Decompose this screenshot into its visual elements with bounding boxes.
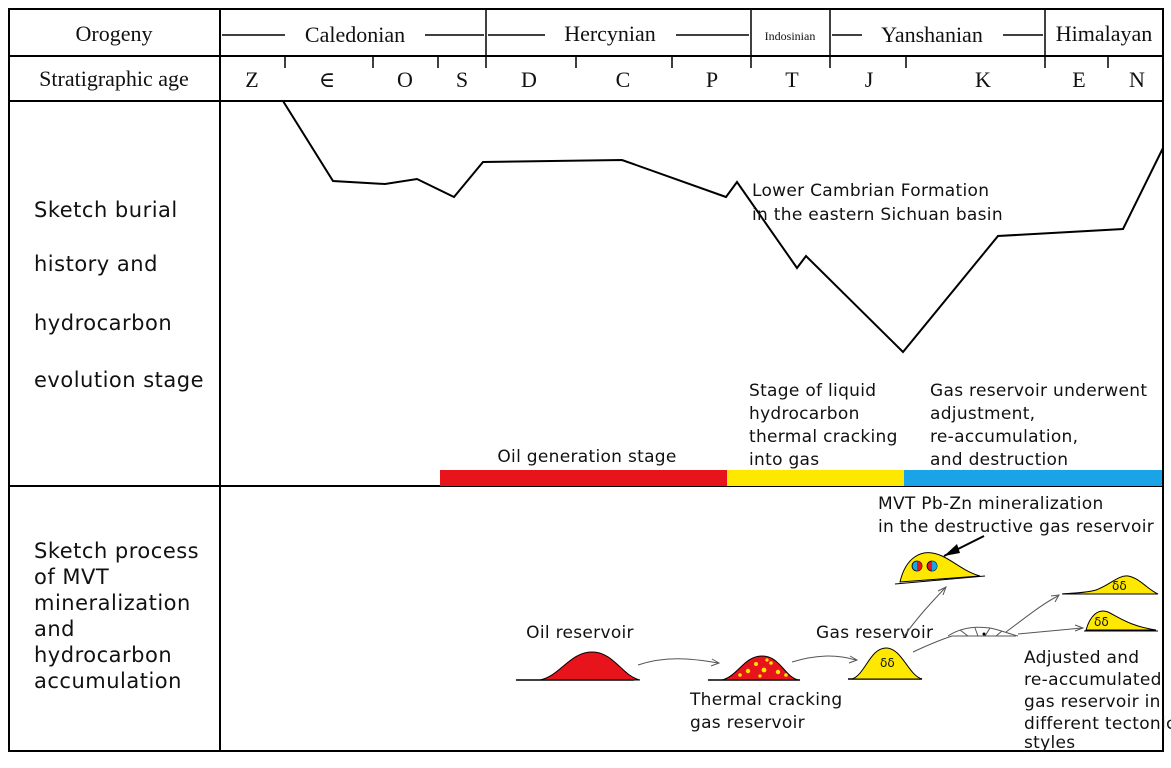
adjusted-reservoir-upper: [1061, 575, 1159, 595]
age-Z: Z: [245, 67, 258, 92]
svg-text:Thermal cracking: Thermal cracking: [689, 690, 842, 710]
thermal-reservoir-label: Thermal cracking gas reservoir: [689, 690, 842, 733]
age-E: E: [1072, 67, 1085, 92]
oil-generation-bar: [440, 470, 727, 486]
svg-text:Adjusted and: Adjusted and: [1024, 648, 1139, 668]
svg-text:and destruction: and destruction: [930, 450, 1068, 470]
stage-oil-generation: Oil generation stage: [497, 447, 676, 467]
svg-text:δδ: δδ: [1094, 615, 1109, 629]
arrow-oil-to-thermal: [637, 658, 719, 666]
svg-text:adjustment,: adjustment,: [930, 404, 1035, 424]
svg-text:δδ: δδ: [1112, 579, 1127, 593]
stratigraphic-ages: Z ∈ O S D C P T J K E N: [245, 67, 1145, 92]
stage-thermal-cracking: Stage of liquid hydrocarbon thermal crac…: [749, 381, 898, 470]
svg-text:into gas: into gas: [749, 450, 819, 470]
gas-adjustment-bar: [904, 470, 1162, 486]
stratigraphic-age-header: Stratigraphic age: [39, 66, 189, 91]
oil-reservoir-label: Oil reservoir: [526, 623, 634, 643]
svg-text:in the destructive gas reservo: in the destructive gas reservoir: [878, 517, 1154, 537]
adjusted-reservoir-label: Adjusted and re-accumulated gas reservoi…: [1024, 648, 1171, 753]
arrow-to-adjusted-lower: [1017, 627, 1083, 635]
svg-text:accumulation: accumulation: [34, 669, 182, 693]
orogeny-caledonian: Caledonian: [305, 22, 405, 47]
svg-text:gas reservoir: gas reservoir: [690, 713, 805, 733]
age-cambrian: ∈: [319, 67, 335, 92]
age-T: T: [785, 67, 799, 92]
age-P: P: [706, 67, 718, 92]
gas-reservoir-shape: [851, 647, 923, 680]
mvt-row-label: Sketch process of MVT mineralization and…: [34, 539, 199, 693]
arrow-gas-to-adjusted: [912, 635, 953, 653]
svg-text:hydrocarbon: hydrocarbon: [34, 643, 172, 667]
svg-text:Sketch process: Sketch process: [34, 539, 199, 563]
age-N: N: [1129, 67, 1145, 92]
arrow-thermal-to-gas: [791, 655, 857, 663]
age-D: D: [521, 67, 537, 92]
figure-frame: [8, 8, 1164, 752]
age-J: J: [865, 67, 874, 92]
gas-reservoir-label: Gas reservoir: [816, 623, 933, 643]
svg-text:and: and: [34, 617, 75, 641]
burial-row-label: Sketch burial history and hydrocarbon ev…: [34, 198, 204, 392]
arrow-gas-to-mvt: [902, 587, 946, 639]
orogeny-yanshanian: Yanshanian: [881, 22, 983, 47]
svg-text:Gas reservoir underwent: Gas reservoir underwent: [930, 381, 1147, 401]
svg-text:Lower Cambrian Formation: Lower Cambrian Formation: [752, 181, 989, 201]
burial-curve-label: Lower Cambrian Formation in the eastern …: [752, 181, 1003, 225]
age-C: C: [616, 67, 631, 92]
svg-text:hydrocarbon: hydrocarbon: [749, 404, 860, 424]
svg-text:styles: styles: [1024, 733, 1075, 753]
svg-text:re-accumulation,: re-accumulation,: [930, 427, 1078, 447]
age-S: S: [456, 67, 468, 92]
oil-reservoir-shape: [539, 651, 641, 681]
age-O: O: [397, 67, 413, 92]
mvt-label: MVT Pb-Zn mineralization in the destruct…: [878, 494, 1154, 537]
arrow-to-adjusted-upper: [1005, 595, 1059, 633]
svg-text:Sketch burial: Sketch burial: [34, 198, 178, 222]
orogeny-hercynian: Hercynian: [564, 21, 656, 46]
svg-text:MVT Pb-Zn mineralization: MVT Pb-Zn mineralization: [878, 494, 1104, 514]
age-K: K: [975, 67, 991, 92]
mvt-reservoir-shape: [899, 552, 981, 583]
thermal-gas-bubbles: [738, 658, 788, 678]
orogeny-boundaries: [485, 9, 1046, 56]
burial-curve: [282, 100, 1164, 354]
svg-text:hydrocarbon: hydrocarbon: [34, 311, 172, 335]
orogeny-himalayan: Himalayan: [1056, 21, 1153, 46]
svg-text:different tectonic: different tectonic: [1024, 714, 1171, 734]
svg-text:in the eastern Sichuan basin: in the eastern Sichuan basin: [752, 205, 1003, 225]
orogeny-indosinian: Indosinian: [765, 29, 816, 43]
svg-text:history and: history and: [34, 252, 158, 276]
thermal-cracking-bar: [727, 470, 904, 486]
stage-gas-adjustment: Gas reservoir underwent adjustment, re-a…: [930, 381, 1147, 470]
svg-text:thermal cracking: thermal cracking: [749, 427, 898, 447]
age-ticks: [284, 56, 1109, 68]
svg-text:Stage of liquid: Stage of liquid: [749, 381, 876, 401]
svg-text:gas reservoir in: gas reservoir in: [1024, 692, 1161, 712]
svg-text:of MVT: of MVT: [34, 565, 109, 589]
adjusted-reservoir-lower: [1085, 610, 1157, 631]
svg-text:mineralization: mineralization: [34, 591, 191, 615]
svg-text:evolution stage: evolution stage: [34, 368, 204, 392]
gas-reservoir-glyph: δδ: [880, 656, 895, 670]
orogeny-header: Orogeny: [76, 21, 153, 46]
svg-text:re-accumulated: re-accumulated: [1024, 670, 1162, 690]
